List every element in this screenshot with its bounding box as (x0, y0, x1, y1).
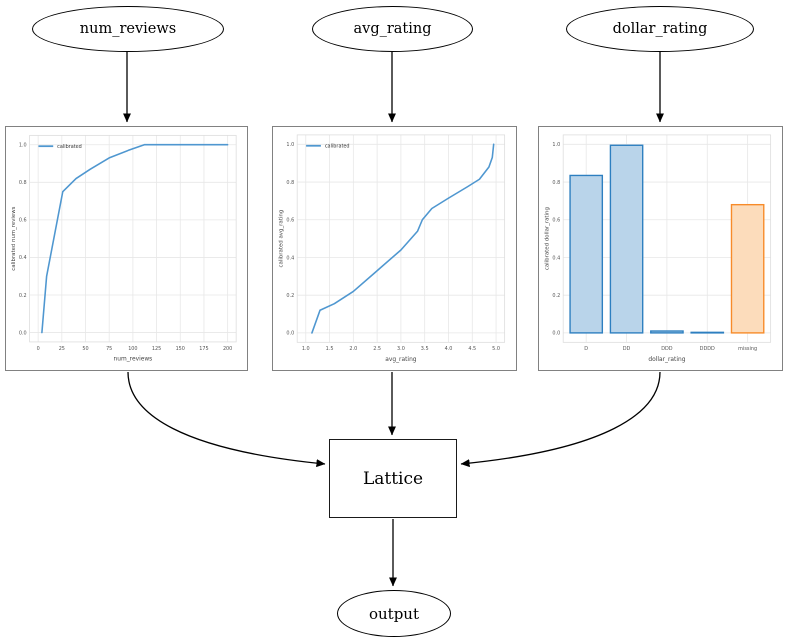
grid-lines (297, 134, 505, 343)
y-axis-label: calibrated avg_rating (278, 210, 284, 268)
y-tick-label: 0.8 (552, 180, 560, 186)
legend-label: calibrated (57, 144, 82, 150)
series-line-calibrated (311, 143, 495, 334)
node-avg-rating-label: avg_rating (353, 21, 432, 37)
x-tick-label: 150 (176, 346, 185, 352)
edge-plot1-to-lattice (127, 371, 326, 468)
x-tick-label: 100 (128, 346, 137, 352)
node-lattice-label: Lattice (362, 468, 424, 489)
node-lattice: Lattice (329, 439, 457, 518)
y-tick-label: 0.4 (19, 255, 27, 261)
x-tick-label: DD (623, 346, 631, 352)
y-tick-label: 0.6 (552, 218, 560, 224)
x-tick-label: 50 (82, 346, 88, 352)
y-tick-label: 1.0 (552, 142, 560, 148)
legend-label: calibrated (325, 144, 350, 150)
calibration-plot-avg-rating-svg: 0.0 0.2 0.4 0.6 0.8 1.0 1.0 1.5 2.0 2.5 3.0 3.5 4.0 4… (278, 134, 506, 363)
x-tick-label: 3.5 (421, 346, 429, 352)
bar-DDD (650, 330, 684, 334)
x-tick-label: 0 (37, 346, 40, 352)
x-tick-label: 175 (199, 346, 208, 352)
x-tick-label: DDDD (700, 346, 715, 352)
node-avg-rating: avg_rating (312, 6, 473, 52)
edge-plot3-to-lattice (460, 371, 661, 468)
y-tick-label: 0.6 (19, 218, 27, 224)
grid-lines (29, 135, 237, 342)
axes-frame (562, 134, 772, 343)
calibration-plot-avg-rating: 0.0 0.2 0.4 0.6 0.8 1.0 1.0 1.5 2.0 2.5 3.0 3.5 4.0 4… (272, 126, 517, 371)
x-tick-label: 4.5 (468, 346, 476, 352)
x-tick-label: 75 (106, 346, 112, 352)
x-tick-label: 200 (223, 346, 232, 352)
x-axis-label: dollar_rating (648, 357, 685, 363)
y-tick-label: 0.8 (286, 180, 294, 186)
axes-frame (29, 134, 237, 343)
x-tick-label: DDD (661, 346, 673, 352)
series-line-calibrated (41, 143, 229, 334)
y-tick-label: 0.4 (552, 255, 560, 261)
node-dollar-rating-label: dollar_rating (612, 21, 708, 37)
x-axis-label: num_reviews (114, 357, 153, 363)
y-tick-label: 1.0 (286, 142, 294, 148)
y-axis-label: calibrated dollar_rating (544, 207, 550, 270)
x-tick-label: 4.0 (445, 346, 453, 352)
y-tick-label: 0.0 (552, 331, 560, 337)
y-tick-label: 0.6 (286, 218, 294, 224)
bar-DDDD (690, 331, 725, 334)
node-output: output (337, 590, 451, 637)
x-tick-label: 125 (152, 346, 161, 352)
node-output-label: output (368, 604, 419, 623)
x-tick-label: 1.5 (326, 346, 334, 352)
axes-frame (296, 134, 506, 343)
x-tick-label: D (584, 346, 588, 352)
x-tick-label: 5.0 (492, 346, 500, 352)
node-dollar-rating: dollar_rating (566, 6, 754, 52)
y-tick-label: 0.2 (19, 293, 27, 299)
bar-D (569, 174, 604, 334)
calibration-plot-num-reviews-svg: 0.0 0.2 0.4 0.6 0.8 1.0 0 25 50 75 100 125 150 175 200… (11, 134, 237, 363)
x-tick-label: 2.0 (349, 346, 357, 352)
x-tick-label: missing (738, 346, 757, 352)
x-tick-label: 3.0 (397, 346, 405, 352)
bar-DD (609, 144, 644, 334)
y-tick-label: 0.0 (19, 330, 27, 336)
y-tick-label: 0.4 (286, 255, 294, 261)
y-tick-label: 0.0 (286, 331, 294, 337)
x-tick-label: 2.5 (373, 346, 381, 352)
y-tick-label: 1.0 (19, 143, 27, 149)
y-axis-label: calibrated num_reviews (11, 206, 17, 270)
x-tick-label: 1.0 (302, 346, 310, 352)
node-num-reviews: num_reviews (32, 6, 224, 52)
y-tick-label: 0.8 (19, 180, 27, 186)
y-tick-label: 0.2 (552, 293, 560, 299)
x-axis-label: avg_rating (385, 357, 417, 363)
bar-missing (730, 203, 765, 334)
calibration-plot-num-reviews: 0.0 0.2 0.4 0.6 0.8 1.0 0 25 50 75 100 125 150 175 200… (5, 126, 248, 371)
x-tick-label: 25 (59, 346, 65, 352)
node-num-reviews-label: num_reviews (79, 21, 177, 37)
y-tick-label: 0.2 (286, 293, 294, 299)
